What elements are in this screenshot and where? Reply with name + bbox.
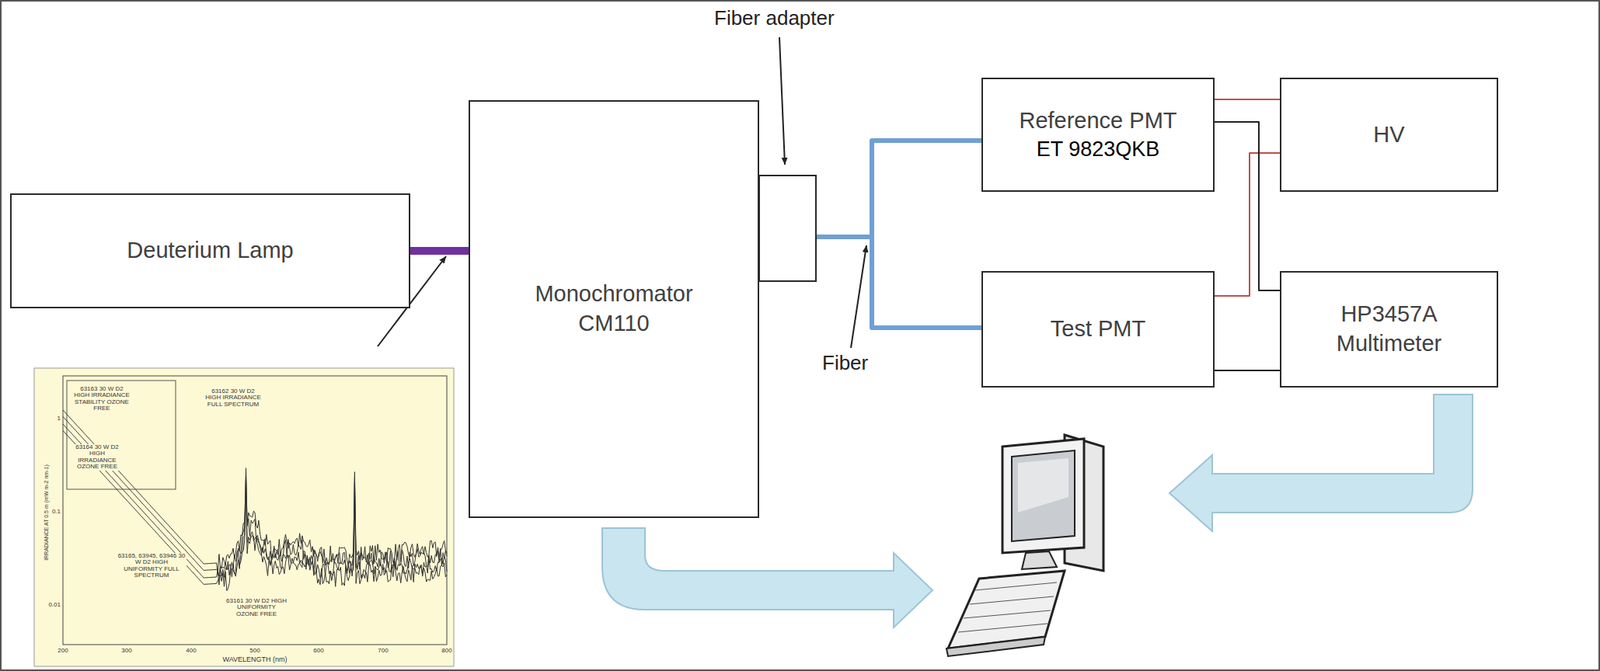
callout-label: Fiber adapter xyxy=(714,6,835,31)
box-label: Test PMT xyxy=(1050,314,1146,345)
graph-label: 63165, 63945, 63946 30 W D2 HIGH UNIFORM… xyxy=(116,553,187,580)
spectrum-graph xyxy=(34,368,454,667)
connector xyxy=(410,247,469,255)
data-flow-arrow xyxy=(1169,394,1473,532)
process-box: Test PMT xyxy=(981,271,1215,388)
spectrum-curve xyxy=(62,430,447,591)
box-label: Deuterium Lamp xyxy=(126,236,293,266)
graph-label: 63161 30 W D2 HIGH UNIFORMITY OZONE FREE xyxy=(225,598,288,618)
fiber-adapter-box xyxy=(759,175,816,282)
graph-label: 700 xyxy=(377,648,388,655)
graph-label: 63162 30 W D2 HIGH IRRADIANCE FULL SPECT… xyxy=(203,388,263,408)
graph-label: 800 xyxy=(441,648,452,655)
box-label: HP3457A Multimeter xyxy=(1311,299,1468,359)
process-box: HP3457A Multimeter xyxy=(1279,271,1499,388)
graph-label: 0.01 xyxy=(48,602,61,609)
graph-label: WAVELENGTH (nm) xyxy=(222,656,287,664)
graph-label: 0.1 xyxy=(52,508,61,516)
connector xyxy=(1214,369,1280,372)
graph-label: 600 xyxy=(313,648,324,655)
connector xyxy=(1214,153,1280,297)
box-label: Monochromator CM110 xyxy=(520,279,708,339)
connector xyxy=(1214,122,1280,291)
box-label: Reference PMT xyxy=(1018,106,1177,136)
leader-line xyxy=(779,37,785,165)
graph-label: 500 xyxy=(249,648,260,655)
process-box: Reference PMTET 9823QKB xyxy=(981,77,1215,192)
graph-label: 400 xyxy=(185,648,196,655)
leader-line xyxy=(850,245,867,349)
model-number: ET 9823QKB xyxy=(1036,135,1161,164)
control-flow-arrow xyxy=(602,528,933,628)
process-box: HV xyxy=(1279,77,1499,192)
graph-label: 200 xyxy=(57,648,68,655)
graph-label: 63164 30 W D2 HIGH IRRADIANCE OZONE FREE xyxy=(71,444,123,471)
graph-label: 1 xyxy=(57,415,61,422)
process-box: Monochromator CM110 xyxy=(468,100,760,519)
connector xyxy=(1214,98,1280,101)
spectrum-curve xyxy=(62,424,447,586)
computer-icon xyxy=(946,435,1104,657)
box-label: HV xyxy=(1373,120,1405,150)
graph-label: IRRADIANCE AT 0.5 m (mW m-2 nm-1) xyxy=(43,464,49,561)
callout-label: Fiber xyxy=(822,351,868,376)
graph-label: 300 xyxy=(121,648,132,655)
spectrum-curve xyxy=(62,416,447,576)
graph-label: 63163 30 W D2 HIGH IRRADIANCE STABILITY … xyxy=(73,386,130,413)
process-box: Deuterium Lamp xyxy=(10,193,411,309)
